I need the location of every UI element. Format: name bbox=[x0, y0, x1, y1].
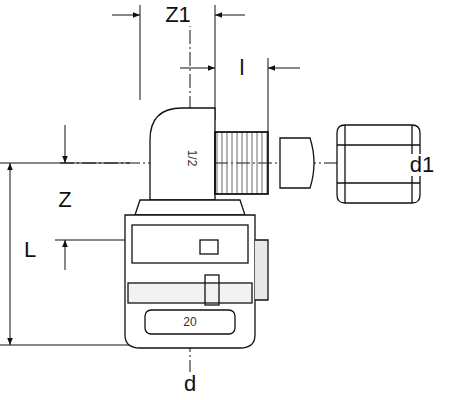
dimension-label: L bbox=[22, 239, 38, 261]
dimension-label: Z1 bbox=[163, 4, 193, 26]
dimension-label: l bbox=[238, 57, 247, 79]
dimension-label: d1 bbox=[408, 154, 436, 176]
size-marking: 1/2 bbox=[186, 148, 198, 169]
size-marking: 20 bbox=[181, 316, 198, 328]
dimension-label: d bbox=[182, 373, 198, 395]
dimension-label: Z bbox=[56, 189, 73, 211]
